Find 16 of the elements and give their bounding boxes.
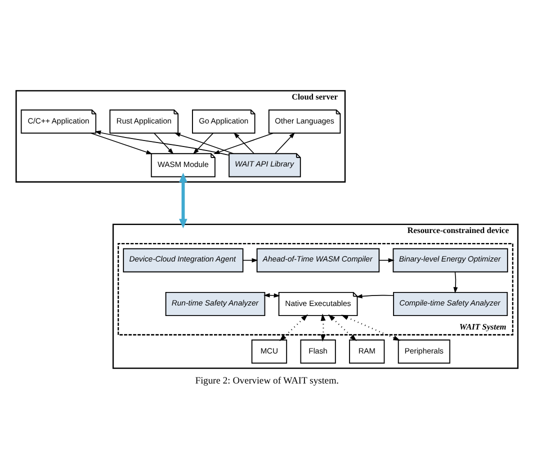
arrow: [280, 314, 308, 342]
caption: Figure 2: Overview of WAIT system.: [195, 376, 339, 387]
arrow: [453, 272, 458, 294]
arrow: [90, 132, 152, 154]
arrow: [154, 132, 174, 154]
arrow: [179, 172, 188, 228]
arrow: [242, 258, 258, 262]
arrow: [356, 294, 394, 298]
arrow: [378, 258, 394, 262]
arrow: [234, 132, 254, 154]
arrow: [274, 132, 295, 154]
arrow: [328, 314, 357, 342]
arrow: [341, 314, 400, 341]
arrow: [193, 132, 214, 154]
arrow: [320, 314, 326, 342]
arrow: [264, 293, 280, 298]
